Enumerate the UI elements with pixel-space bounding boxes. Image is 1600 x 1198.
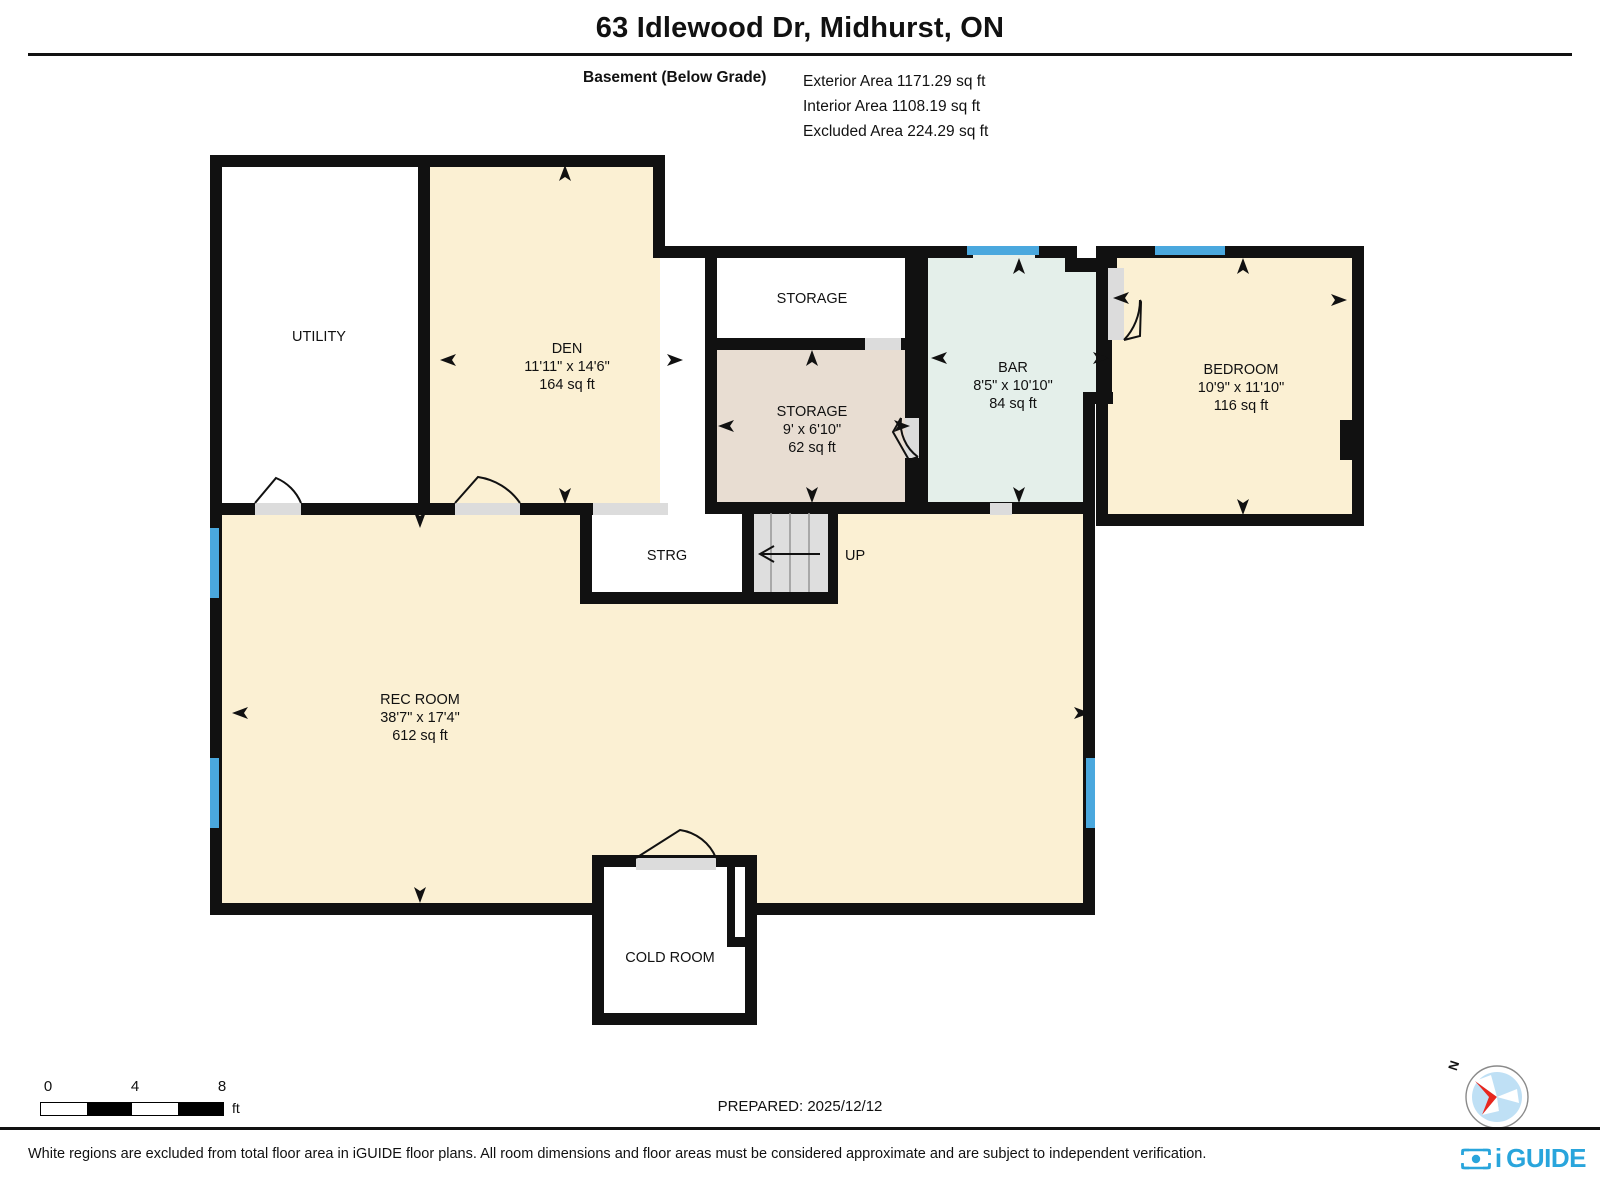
- stairs-label-up: UP: [845, 548, 865, 564]
- room-area-storage: 62 sq ft: [788, 440, 836, 456]
- room-fill-den: [430, 160, 660, 512]
- room-fill-bedroom: [1108, 250, 1360, 518]
- windows: [210, 246, 1225, 828]
- room-label-storage-upper: STORAGE: [777, 291, 848, 307]
- room-fill-strg: [592, 512, 742, 600]
- room-dims-den: 11'11" x 14'6": [524, 359, 609, 375]
- footer-divider: [0, 1127, 1600, 1130]
- page-title: 63 Idlewood Dr, Midhurst, ON: [595, 12, 1005, 44]
- room-dims-bar: 8'5" x 10'10": [973, 378, 1053, 394]
- scale-unit-label: ft: [232, 1100, 240, 1116]
- footer-disclaimer: White regions are excluded from total fl…: [28, 1146, 1207, 1162]
- room-label-storage: STORAGE: [777, 404, 848, 420]
- stairs-direction-arrow: [757, 545, 820, 563]
- room-label-den: DEN: [552, 341, 583, 357]
- room-area-rec-room: 612 sq ft: [392, 728, 448, 744]
- exterior-area-text: Exterior Area 1171.29 sq ft: [803, 73, 986, 90]
- header-divider: [28, 53, 1572, 56]
- room-area-bedroom: 116 sq ft: [1214, 398, 1269, 414]
- room-label-bedroom: BEDROOM: [1204, 362, 1279, 378]
- dimension-arrows: [232, 165, 1347, 903]
- room-label-strg: STRG: [647, 548, 687, 564]
- stairs: [770, 513, 810, 592]
- room-fill-storage: [712, 348, 917, 506]
- iguide-logo-i: i: [1494, 1143, 1503, 1173]
- area-summary: Exterior Area 1171.29 sq ft Interior Are…: [803, 69, 988, 144]
- scale-bar-graphic: [40, 1102, 224, 1116]
- excluded-area-text: Excluded Area 224.29 sq ft: [803, 123, 989, 140]
- compass-icon: [1465, 1065, 1529, 1129]
- scale-tick-8: 8: [217, 1078, 227, 1095]
- room-fill-storage-upper: [710, 252, 917, 348]
- iguide-logo-text: GUIDE: [1506, 1143, 1586, 1173]
- floor-level-label: Basement (Below Grade): [583, 69, 767, 86]
- window-icon: [210, 758, 219, 828]
- interior-area-text: Interior Area 1108.19 sq ft: [803, 98, 981, 115]
- room-dims-storage: 9' x 6'10": [783, 422, 841, 438]
- room-label-rec-room: REC ROOM: [380, 692, 460, 708]
- room-fill-rec-room: [218, 512, 1095, 912]
- window-icon: [1086, 758, 1095, 828]
- window-icon: [210, 528, 219, 598]
- door-swings: [254, 299, 1143, 859]
- iguide-mark-icon: [1460, 1148, 1491, 1169]
- scale-tick-4: 4: [130, 1078, 140, 1095]
- room-label-utility: UTILITY: [292, 329, 346, 345]
- scale-tick-0: 0: [43, 1078, 53, 1095]
- room-dims-bedroom: 10'9" x 11'10": [1198, 380, 1285, 396]
- room-area-den: 164 sq ft: [539, 377, 595, 393]
- room-label-cold-room: COLD ROOM: [625, 950, 714, 966]
- prepared-date: PREPARED: 2025/12/12: [717, 1098, 883, 1115]
- scale-segment: [86, 1103, 132, 1115]
- iguide-logo: i GUIDE: [1460, 1143, 1586, 1174]
- floor-plan-drawing: UTILITY DEN 11'11" x 14'6" 164 sq ft STO…: [210, 155, 1364, 1025]
- room-dims-rec-room: 38'7" x 17'4": [380, 710, 460, 726]
- scale-bar: 0 4 8 ft: [40, 1078, 255, 1116]
- window-icon: [967, 246, 1039, 255]
- scale-segment: [177, 1103, 223, 1115]
- room-fill-bar: [928, 250, 1117, 512]
- door-openings: [255, 268, 1124, 870]
- scale-tick-labels: 0 4 8: [40, 1078, 255, 1098]
- scale-segment: [41, 1103, 87, 1115]
- room-labels: UTILITY DEN 11'11" x 14'6" 164 sq ft STO…: [292, 291, 1284, 966]
- window-icon: [1155, 246, 1225, 255]
- room-label-bar: BAR: [998, 360, 1028, 376]
- room-area-bar: 84 sq ft: [989, 396, 1037, 412]
- compass-north-label: N: [1445, 1058, 1463, 1073]
- scale-segment: [132, 1103, 178, 1115]
- room-fill-utility: [218, 160, 423, 512]
